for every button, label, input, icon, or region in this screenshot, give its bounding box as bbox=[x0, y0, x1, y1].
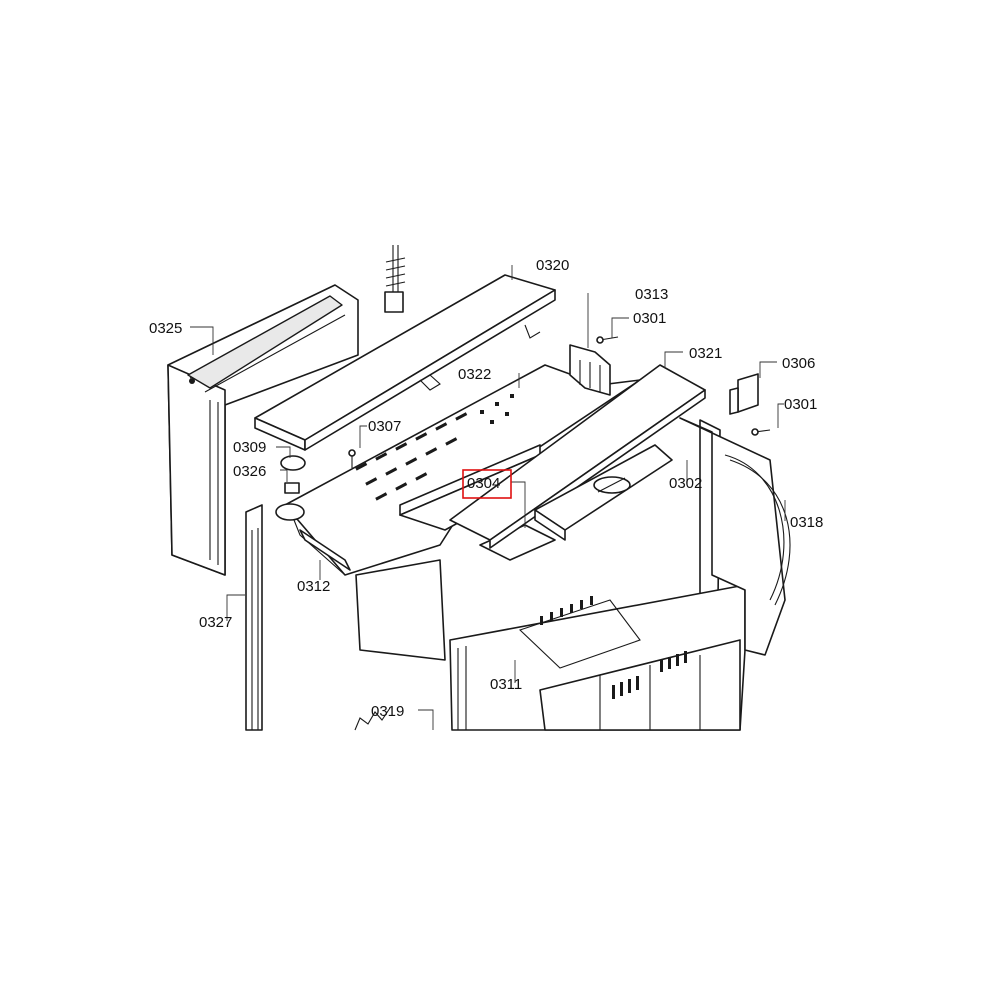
callout-0301-right: 0301 bbox=[784, 396, 817, 413]
callout-0304: 0304 bbox=[467, 475, 500, 492]
part-spring-assembly bbox=[384, 245, 406, 313]
callout-0302: 0302 bbox=[669, 475, 702, 492]
part-small-0307 bbox=[348, 449, 356, 468]
callout-0312: 0312 bbox=[297, 578, 330, 595]
part-screws-0301 bbox=[596, 336, 771, 436]
part-small-0309 bbox=[280, 455, 306, 471]
callout-0301-top: 0301 bbox=[633, 310, 666, 327]
part-switch-0306 bbox=[729, 373, 759, 415]
callout-0326: 0326 bbox=[233, 463, 266, 480]
part-container-0325 bbox=[167, 284, 359, 576]
callout-0320: 0320 bbox=[536, 257, 569, 274]
callout-0307: 0307 bbox=[368, 418, 401, 435]
leader-lines bbox=[190, 265, 786, 730]
front-vent-slots bbox=[540, 596, 687, 699]
callout-0313: 0313 bbox=[635, 286, 668, 303]
callout-0327: 0327 bbox=[199, 614, 232, 631]
part-small-0326 bbox=[275, 482, 305, 521]
part-bracket-0313 bbox=[569, 344, 611, 396]
panel-slot-grid bbox=[355, 394, 514, 501]
callout-0322: 0322 bbox=[458, 366, 491, 383]
part-wiring-0319 bbox=[354, 707, 391, 731]
part-module-0302 bbox=[534, 444, 673, 541]
callout-0319: 0319 bbox=[371, 703, 404, 720]
callout-0309: 0309 bbox=[233, 439, 266, 456]
callout-0325: 0325 bbox=[149, 320, 182, 337]
part-lid-0320 bbox=[254, 274, 556, 451]
callout-0304-highlight-box bbox=[462, 469, 512, 499]
callout-0318: 0318 bbox=[790, 514, 823, 531]
callout-0321: 0321 bbox=[689, 345, 722, 362]
callout-0306: 0306 bbox=[782, 355, 815, 372]
part-side-panel-0318 bbox=[679, 417, 791, 656]
callout-0311: 0311 bbox=[490, 676, 522, 693]
cabinet-body bbox=[245, 419, 746, 731]
